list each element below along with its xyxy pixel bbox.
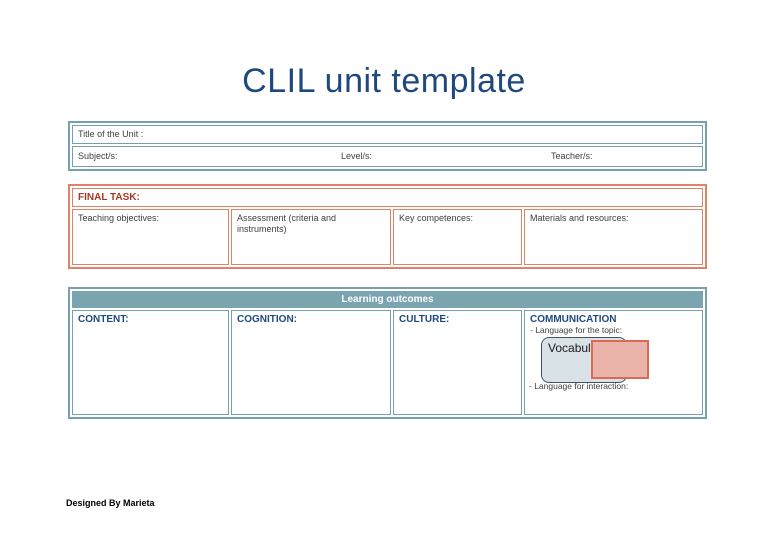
- teacher-field: Teacher/s:: [551, 151, 593, 161]
- materials-resources-cell: Materials and resources:: [524, 209, 703, 265]
- language-interaction-label: - Language for interaction:: [529, 381, 629, 391]
- final-task-table: FINAL TASK: Teaching objectives: Assessm…: [68, 184, 707, 269]
- page-title: CLIL unit template: [242, 62, 526, 100]
- level-field: Level/s:: [341, 151, 373, 161]
- teaching-objectives-cell: Teaching objectives:: [72, 209, 229, 265]
- subject-field: Subject/s:: [78, 151, 118, 161]
- cognition-cell: COGNITION:: [231, 310, 391, 415]
- learning-outcomes-table: Learning outcomes CONTENT: COGNITION: CU…: [68, 287, 707, 419]
- culture-cell: CULTURE:: [393, 310, 522, 415]
- subject-level-teacher-row: Subject/s: Level/s: Teacher/s:: [72, 146, 703, 167]
- language-topic-label: - Language for the topic:: [530, 325, 623, 335]
- content-cell: CONTENT:: [72, 310, 229, 415]
- footer-credit: Designed By Marieta: [66, 498, 155, 508]
- learning-outcomes-columns-row: CONTENT: COGNITION: CULTURE: COMMUNICATI…: [72, 310, 703, 415]
- communication-cell: COMMUNICATION - Language for the topic: …: [524, 310, 703, 415]
- communication-header: COMMUNICATION: [530, 314, 617, 325]
- final-task-columns-row: Teaching objectives: Assessment (criteri…: [72, 209, 703, 265]
- title-of-unit-field: Title of the Unit :: [72, 125, 703, 144]
- assessment-cell: Assessment (criteria and instruments): [231, 209, 391, 265]
- pink-highlight-box: [591, 340, 649, 379]
- learning-outcomes-header: Learning outcomes: [72, 291, 703, 308]
- unit-info-table: Title of the Unit : Subject/s: Level/s: …: [68, 121, 707, 171]
- key-competences-cell: Key competences:: [393, 209, 522, 265]
- final-task-header: FINAL TASK:: [72, 188, 703, 207]
